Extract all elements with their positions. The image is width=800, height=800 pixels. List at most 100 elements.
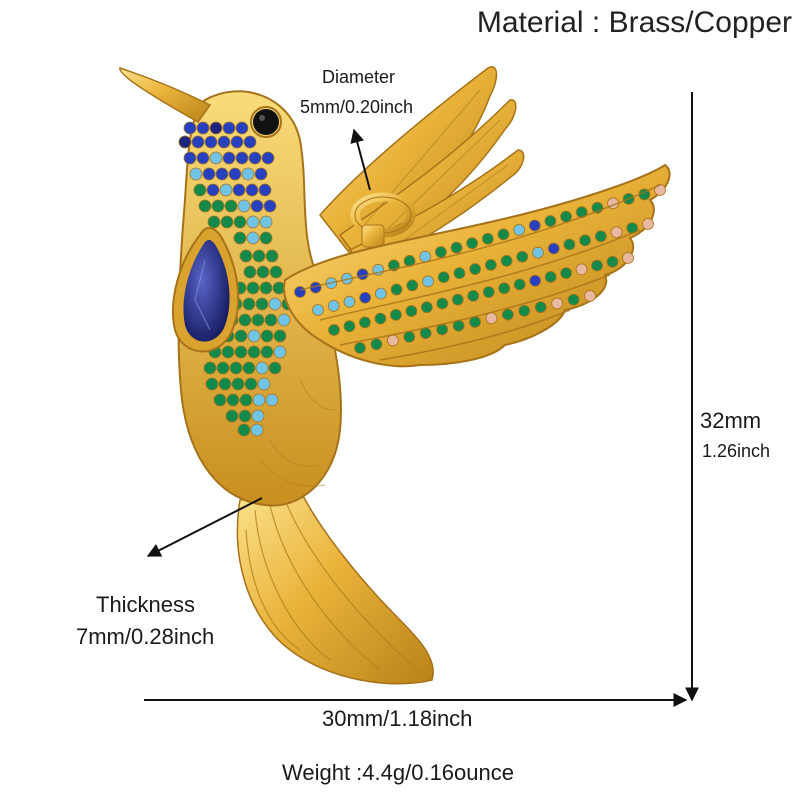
gem-dot — [255, 361, 269, 375]
gem-dot — [547, 242, 560, 255]
gem-dot — [196, 121, 210, 135]
height-value-inch: 1.26inch — [702, 441, 771, 461]
gem-dot — [207, 215, 221, 229]
material-label: Material : Brass/Copper — [476, 6, 792, 39]
width-value: 30mm/1.18inch — [322, 706, 473, 731]
gem-dot — [420, 301, 433, 314]
diameter-arrow — [350, 128, 371, 191]
gem-dot — [224, 199, 238, 213]
gem-dot — [222, 121, 236, 135]
gem-dot — [450, 241, 463, 254]
gem-dot — [374, 287, 387, 300]
gem-dot — [567, 293, 580, 306]
gem-dot — [220, 215, 234, 229]
diameter-label: Diameter — [322, 67, 396, 87]
gem-dot — [594, 230, 607, 243]
gem-dot — [238, 409, 252, 423]
gem-dot — [501, 308, 514, 321]
gem-dot — [268, 297, 282, 311]
gem-dot — [260, 345, 274, 359]
gem-dot — [374, 312, 387, 325]
gem-dot — [246, 215, 260, 229]
gem-dot — [591, 259, 603, 272]
gem-dot — [206, 183, 220, 197]
body-gems — [178, 121, 295, 437]
gem-dot — [255, 297, 269, 311]
gem-dot — [563, 238, 576, 251]
gem-dot — [405, 305, 418, 317]
gem-dot — [273, 345, 287, 359]
gem-dot — [251, 409, 265, 423]
gem-dot — [389, 308, 402, 321]
gem-dot — [534, 301, 547, 314]
back-wing — [319, 66, 525, 269]
diameter-value: 5mm/0.20inch — [300, 97, 414, 117]
gem-dot — [259, 231, 273, 245]
gem-dot — [466, 237, 479, 250]
gem-dot — [328, 324, 340, 336]
gem-dot — [256, 265, 270, 279]
gem-dot — [178, 135, 192, 149]
gem-dot — [239, 393, 253, 407]
gem-dot — [251, 313, 265, 327]
thickness-arrow — [146, 497, 263, 557]
gem-dot — [193, 183, 207, 197]
gem-dot — [246, 281, 260, 295]
bail-ring — [350, 192, 416, 248]
gem-dot — [273, 329, 287, 343]
gem-dot — [258, 183, 272, 197]
gem-dot — [250, 199, 264, 213]
gem-dot — [261, 151, 275, 165]
gem-dot — [237, 199, 251, 213]
gem-dot — [252, 393, 266, 407]
gem-dot — [235, 121, 249, 135]
gem-dot — [327, 300, 340, 312]
gem-dot — [359, 291, 372, 304]
gem-dot — [268, 361, 282, 375]
gem-dot — [239, 249, 253, 263]
thickness-value: 7mm/0.28inch — [76, 624, 215, 649]
gem-dot — [226, 393, 240, 407]
gem-dot — [518, 304, 531, 317]
gem-dot — [575, 263, 588, 276]
gem-dot — [354, 342, 366, 354]
gem-dot — [584, 290, 596, 302]
gem-dot — [482, 286, 495, 299]
body-feather-lines — [259, 379, 336, 487]
gem-dot — [551, 297, 564, 310]
thickness-label: Thickness — [96, 592, 196, 617]
gem-dot — [219, 183, 233, 197]
gem-dot — [544, 215, 557, 227]
gem-dot — [437, 271, 450, 284]
gem-dot — [610, 226, 623, 239]
gem-dot — [259, 215, 273, 229]
gem-dot — [560, 267, 573, 280]
gem-dot — [606, 255, 619, 268]
gem-dot — [453, 267, 466, 280]
gem-dot — [254, 167, 268, 181]
gem-dot — [532, 246, 544, 259]
gem-dot — [183, 121, 197, 135]
gem-dot — [217, 135, 231, 149]
gem-dot — [529, 274, 542, 287]
gem-dot — [654, 184, 666, 196]
gem-dot — [209, 151, 223, 165]
gem-dot — [211, 199, 225, 213]
gem-dot — [237, 423, 251, 437]
gem-dot — [196, 151, 210, 165]
gem-dot — [216, 361, 230, 375]
gem-dot — [481, 232, 494, 245]
gem-dot — [622, 252, 634, 264]
gem-dot — [232, 183, 246, 197]
gem-dot — [204, 135, 218, 149]
gem-dot — [260, 329, 274, 343]
gem-dot — [469, 263, 482, 275]
gem-dot — [579, 234, 592, 247]
gem-dot — [243, 135, 257, 149]
gem-dot — [259, 281, 273, 295]
gem-dot — [234, 345, 248, 359]
gem-dot — [252, 249, 266, 263]
gem-dot — [451, 293, 464, 306]
gem-dot — [370, 338, 383, 351]
